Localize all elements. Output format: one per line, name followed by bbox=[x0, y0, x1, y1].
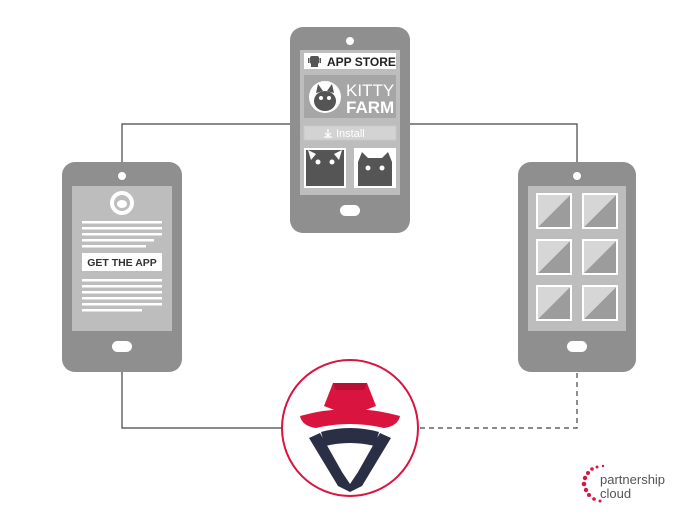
brand-dots-icon bbox=[581, 464, 605, 503]
phone-app-store: APP STORE KITTY FARM Install bbox=[290, 27, 410, 233]
grid-tile bbox=[536, 193, 572, 229]
phone-home-button bbox=[340, 205, 360, 216]
connector-left-to-top bbox=[121, 123, 293, 162]
store-header-bar bbox=[304, 53, 396, 69]
app-name-line1: KITTY bbox=[346, 81, 394, 100]
phone-landing-page: GET THE APP bbox=[62, 162, 182, 372]
connectors bbox=[121, 123, 578, 429]
brand-line2: cloud bbox=[600, 486, 631, 501]
phone-home-button bbox=[567, 341, 587, 352]
store-header-label: APP STORE bbox=[327, 55, 396, 69]
connector-top-to-right bbox=[409, 123, 578, 162]
site-logo-icon bbox=[110, 191, 134, 215]
grid-tile bbox=[582, 285, 618, 321]
text-lines-bottom bbox=[82, 279, 162, 312]
phone-image-grid bbox=[518, 162, 636, 372]
grid-tile bbox=[582, 239, 618, 275]
partnership-cloud-logo: partnership cloud bbox=[581, 464, 665, 503]
get-app-label: GET THE APP bbox=[87, 257, 157, 269]
grid-tile bbox=[582, 193, 618, 229]
app-name-line2: FARM bbox=[346, 98, 394, 117]
phone-camera bbox=[573, 172, 581, 180]
android-icon bbox=[308, 56, 321, 67]
screenshot-cat-left bbox=[304, 148, 346, 188]
brand-line1: partnership bbox=[600, 472, 665, 487]
grid-tile bbox=[536, 239, 572, 275]
connector-left-to-hacker bbox=[121, 371, 282, 429]
install-label: Install bbox=[336, 128, 365, 140]
phone-home-button bbox=[112, 341, 132, 352]
hacker-icon bbox=[281, 359, 419, 497]
get-app-button[interactable] bbox=[82, 253, 162, 271]
cat-avatar-icon bbox=[309, 81, 341, 113]
download-icon bbox=[324, 129, 332, 138]
text-lines-top bbox=[82, 221, 162, 248]
screenshot-cat-right bbox=[354, 148, 396, 188]
grid-tile bbox=[536, 285, 572, 321]
phone-camera bbox=[118, 172, 126, 180]
connector-hacker-to-right-dashed bbox=[420, 372, 578, 429]
phone-camera bbox=[346, 37, 354, 45]
